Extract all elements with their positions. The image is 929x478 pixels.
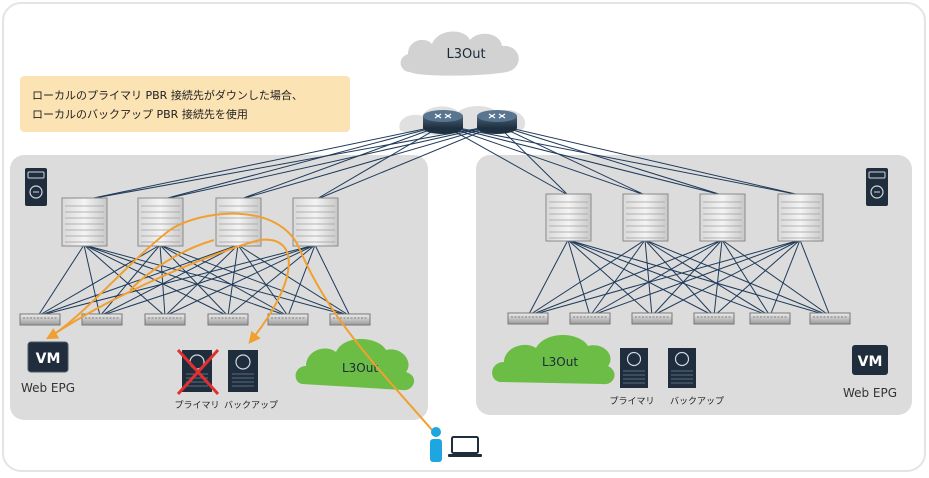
leaf-switch-icon — [207, 313, 249, 326]
leaf-switch-icon — [267, 313, 309, 326]
leaf-switch-icon — [749, 312, 791, 325]
right-l3out-label: L3Out — [542, 355, 578, 369]
spine-switch-icon — [61, 197, 108, 247]
router-icon — [423, 110, 463, 134]
right-l3out-cloud — [492, 335, 615, 385]
leaf-switch-icon — [507, 312, 549, 325]
right-primary-label: プライマリ — [609, 396, 654, 407]
leaf-switch-icon — [81, 313, 123, 326]
right-vm-text: VM — [858, 354, 883, 370]
spine-switch-icon — [777, 193, 824, 242]
leaf-switch-icon — [631, 312, 673, 325]
apic-controller-icon — [25, 168, 47, 206]
spine-switch-icon — [292, 197, 339, 247]
left-primary-label: プライマリ — [174, 400, 219, 411]
right-backup-firewall-icon — [668, 348, 696, 388]
left-web-epg-label: Web EPG — [21, 381, 75, 395]
leaf-switch-icon — [693, 312, 735, 325]
left-l3out-label: L3Out — [342, 361, 378, 375]
top-l3out-cloud — [400, 31, 519, 76]
spine-switch-icon — [699, 193, 746, 242]
top-l3out-label: L3Out — [446, 47, 485, 62]
leaf-switch-icon — [809, 312, 851, 325]
right-leaf-switches — [507, 312, 851, 325]
right-fabric-mesh — [527, 239, 831, 317]
left-fabric-mesh — [37, 244, 351, 317]
left-backup-label: バックアップ — [224, 400, 278, 411]
leaf-switch-icon — [144, 313, 186, 326]
right-vm-icon — [852, 345, 888, 375]
failed-cross-icon — [176, 348, 220, 396]
spine-switch-icon — [215, 197, 262, 247]
left-vm-icon — [27, 341, 69, 373]
right-web-epg-label: Web EPG — [843, 386, 897, 400]
spine-switch-icon — [545, 193, 592, 242]
note-line-1: ローカルのプライマリ PBR 接続先がダウンした場合、 — [32, 88, 303, 102]
left-l3out-cloud — [295, 339, 415, 391]
left-backup-firewall-icon — [228, 350, 258, 392]
user-icon — [430, 427, 442, 462]
leaf-switch-icon — [569, 312, 611, 325]
right-backup-label: バックアップ — [670, 396, 724, 407]
note-line-2: ローカルのバックアップ PBR 接続先を使用 — [32, 107, 248, 121]
note-box — [20, 76, 350, 132]
right-primary-firewall-icon — [620, 348, 648, 388]
laptop-icon — [448, 436, 482, 457]
left-leaf-switches — [19, 313, 371, 326]
apic-controller-icon — [866, 168, 888, 206]
router-icon — [477, 110, 517, 134]
right-spine-switches — [545, 193, 824, 242]
leaf-switch-icon — [19, 313, 61, 326]
router-spine-links — [83, 124, 801, 201]
traffic-path — [45, 212, 433, 431]
leaf-switch-icon — [329, 313, 371, 326]
left-vm-text: VM — [36, 351, 61, 367]
spine-switch-icon — [622, 193, 669, 242]
